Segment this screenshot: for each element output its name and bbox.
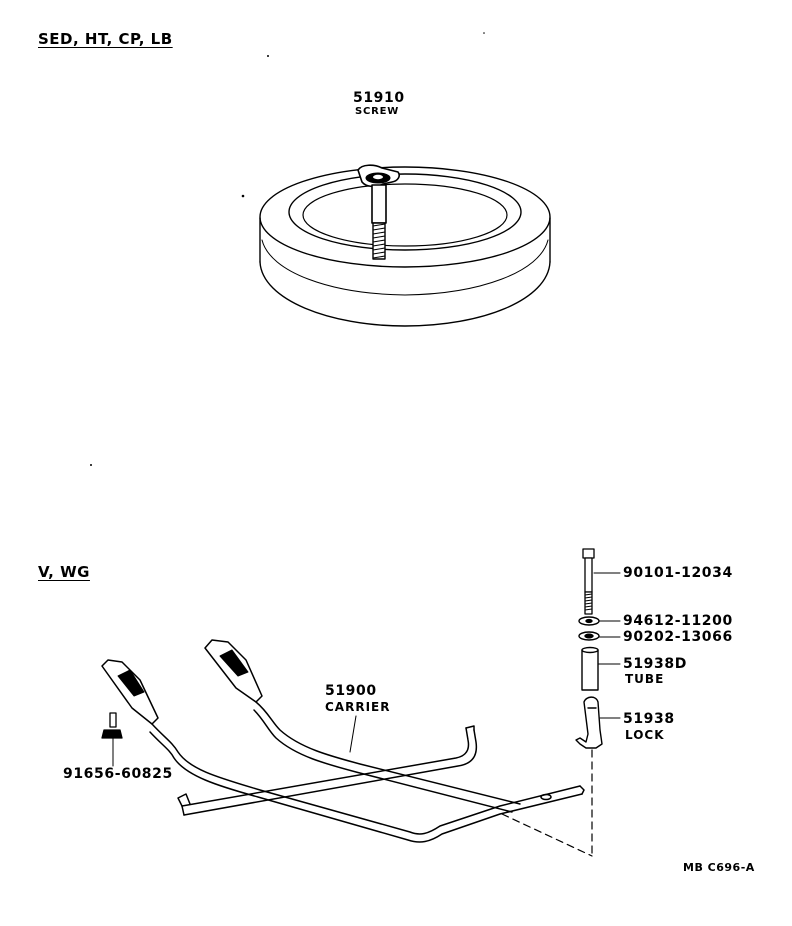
lock-part-name: LOCK xyxy=(625,728,665,742)
tube-drawing xyxy=(581,646,621,691)
washer-2-drawing xyxy=(578,631,621,641)
diagram-code: MB C696-A xyxy=(683,861,755,874)
section-label-sedan: SED, HT, CP, LB xyxy=(38,30,173,48)
washer-1-part-number: 94612-11200 xyxy=(623,613,733,629)
carrier-part-name: CARRIER xyxy=(325,700,391,714)
scan-specks xyxy=(90,32,485,466)
spare-tire xyxy=(259,166,551,327)
washer-1-drawing xyxy=(578,616,621,626)
tube-part-number: 51938D xyxy=(623,656,687,672)
screw-part-name: SCREW xyxy=(355,106,400,117)
lock-drawing xyxy=(575,696,621,857)
carrier-bolt-part-number: 91656-60825 xyxy=(63,766,173,782)
section-label-van: V, WG xyxy=(38,563,90,581)
washer-2-part-number: 90202-13066 xyxy=(623,629,733,645)
carrier-part-number: 51900 xyxy=(325,683,377,699)
bolt-part-number: 90101-12034 xyxy=(623,565,733,581)
hold-down-screw-drawing xyxy=(357,164,400,260)
lock-part-number: 51938 xyxy=(623,711,675,727)
carrier-drawing xyxy=(101,639,593,857)
bolt-drawing xyxy=(582,548,621,615)
screw-part-number: 51910 xyxy=(353,90,405,106)
carrier-bolt-drawing xyxy=(101,712,123,767)
tube-part-name: TUBE xyxy=(625,672,665,686)
